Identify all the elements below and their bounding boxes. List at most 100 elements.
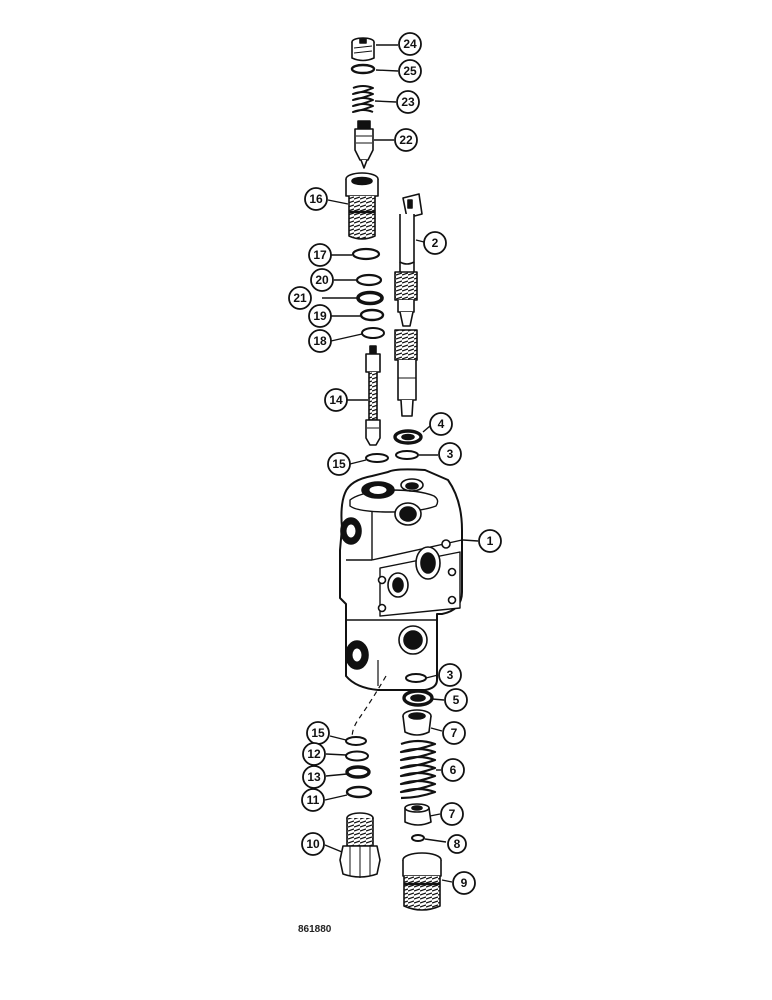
callout-label-4: 4 bbox=[438, 417, 445, 431]
callout-circle-7b bbox=[440, 802, 464, 826]
callout-label-3a: 3 bbox=[447, 447, 454, 461]
part-22-poppet bbox=[354, 120, 374, 169]
part-11-o-ring bbox=[345, 785, 373, 799]
leader-16 bbox=[327, 199, 349, 205]
leader-13 bbox=[325, 773, 348, 777]
part-20-o-ring bbox=[355, 273, 383, 287]
callout-label-14: 14 bbox=[329, 393, 343, 407]
callout-circle-24 bbox=[398, 32, 422, 56]
leader-25 bbox=[375, 69, 399, 72]
part-3-o-ring-upper bbox=[395, 450, 419, 460]
leader-8 bbox=[424, 838, 447, 843]
part-1-valve-housing bbox=[339, 468, 463, 691]
callout-label-12: 12 bbox=[307, 747, 321, 761]
callout-label-2: 2 bbox=[432, 236, 439, 250]
part-14-stem bbox=[365, 345, 381, 446]
callout-circle-4 bbox=[429, 412, 453, 436]
callout-circle-9 bbox=[452, 871, 476, 895]
leader-15a bbox=[349, 459, 367, 465]
callout-label-18: 18 bbox=[313, 334, 327, 348]
part-17-o-ring bbox=[351, 247, 381, 261]
callout-circle-16 bbox=[304, 187, 328, 211]
callout-circle-14 bbox=[324, 388, 348, 412]
callout-label-23: 23 bbox=[401, 95, 415, 109]
callout-circle-6 bbox=[441, 758, 465, 782]
callout-label-13: 13 bbox=[307, 770, 321, 784]
part-13-backup-ring bbox=[345, 765, 371, 779]
leader-10 bbox=[324, 844, 343, 853]
callout-circle-12 bbox=[302, 742, 326, 766]
callout-circle-8 bbox=[447, 834, 467, 854]
part-7-spring-cap-upper bbox=[402, 709, 432, 736]
leader-7b bbox=[429, 813, 441, 817]
callout-label-22: 22 bbox=[399, 133, 413, 147]
leader-9 bbox=[441, 879, 453, 883]
part-12-o-ring bbox=[345, 750, 369, 762]
part-15-o-ring-upper bbox=[365, 453, 389, 463]
callout-circle-21 bbox=[288, 286, 312, 310]
callout-circle-3b bbox=[438, 663, 462, 687]
leader-5 bbox=[431, 698, 445, 701]
callout-circle-7a bbox=[442, 721, 466, 745]
leader-7a bbox=[430, 727, 443, 732]
leader-11 bbox=[324, 794, 348, 801]
callout-circle-3a bbox=[438, 442, 462, 466]
callout-label-5: 5 bbox=[453, 693, 460, 707]
callout-label-15a: 15 bbox=[332, 457, 346, 471]
callout-circle-25 bbox=[398, 59, 422, 83]
part-4-seal bbox=[393, 429, 423, 445]
callout-label-3b: 3 bbox=[447, 668, 454, 682]
callout-circle-19 bbox=[308, 304, 332, 328]
part-8-o-ring bbox=[411, 834, 425, 842]
part-10-fitting bbox=[339, 812, 381, 878]
callout-label-6: 6 bbox=[450, 763, 457, 777]
callout-label-11: 11 bbox=[307, 793, 320, 807]
part-2-spool bbox=[394, 193, 423, 417]
callout-circle-10 bbox=[301, 832, 325, 856]
callout-label-8: 8 bbox=[454, 837, 461, 851]
callout-label-25: 25 bbox=[403, 64, 417, 78]
callout-label-16: 16 bbox=[309, 192, 323, 206]
leader-3b bbox=[425, 674, 439, 679]
leader-23 bbox=[374, 100, 397, 103]
callout-circle-20 bbox=[310, 268, 334, 292]
leader-2 bbox=[415, 239, 425, 243]
callout-label-7b: 7 bbox=[449, 807, 456, 821]
callout-label-15b: 15 bbox=[311, 726, 325, 740]
part-6-spring bbox=[399, 739, 437, 800]
callout-circle-23 bbox=[396, 90, 420, 114]
callout-label-1: 1 bbox=[487, 534, 494, 548]
callout-circle-22 bbox=[394, 128, 418, 152]
part-25-o-ring bbox=[350, 63, 376, 75]
callout-label-10: 10 bbox=[306, 837, 320, 851]
callout-label-19: 19 bbox=[313, 309, 327, 323]
callout-circle-17 bbox=[308, 243, 332, 267]
part-21-backup-ring bbox=[356, 290, 384, 306]
part-9-plug bbox=[402, 852, 442, 911]
callout-circle-1 bbox=[478, 529, 502, 553]
leader-18 bbox=[330, 333, 363, 342]
callout-label-9: 9 bbox=[461, 876, 468, 890]
callout-circle-5 bbox=[444, 688, 468, 712]
part-23-spring bbox=[352, 85, 374, 113]
leader-4 bbox=[422, 425, 431, 433]
leader-15b bbox=[329, 735, 347, 741]
callout-label-7a: 7 bbox=[451, 726, 458, 740]
callout-label-24: 24 bbox=[403, 37, 417, 51]
leader-12 bbox=[325, 753, 347, 756]
callout-circle-11 bbox=[301, 788, 325, 812]
figure-number: 861880 bbox=[298, 924, 332, 935]
part-16-valve-cartridge bbox=[345, 172, 379, 240]
callout-circle-18 bbox=[308, 329, 332, 353]
part-24-plug bbox=[351, 37, 375, 62]
leader-1 bbox=[462, 539, 479, 542]
part-19-o-ring bbox=[359, 308, 385, 322]
callout-circle-13 bbox=[302, 765, 326, 789]
callout-circle-2 bbox=[423, 231, 447, 255]
part-7-spring-cap-lower bbox=[404, 803, 432, 826]
callout-label-17: 17 bbox=[313, 248, 327, 262]
part-15-o-ring-lower bbox=[345, 736, 367, 746]
callout-label-20: 20 bbox=[315, 273, 329, 287]
part-18-o-ring bbox=[361, 327, 385, 339]
